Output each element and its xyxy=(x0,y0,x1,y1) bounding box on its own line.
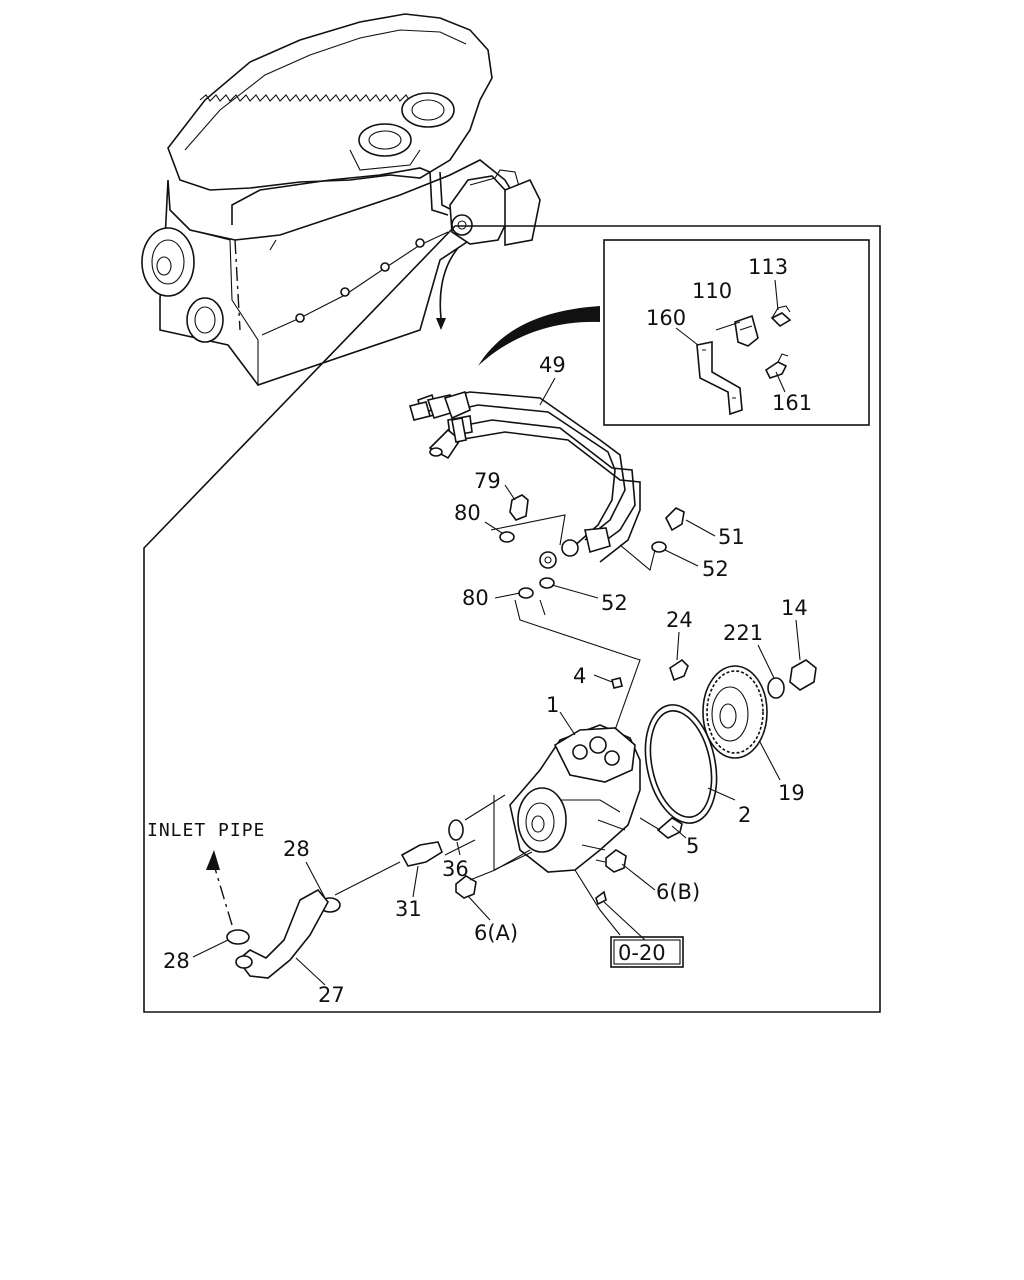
bolt-5 xyxy=(656,817,683,839)
nut-6b xyxy=(605,849,627,873)
banjo-bolt-51 xyxy=(665,507,685,532)
callout-49: 49 xyxy=(539,353,566,377)
callout-80-bottom: 80 xyxy=(462,586,489,610)
callout-52-bottom: 52 xyxy=(601,591,628,615)
pin-o-20 xyxy=(595,890,607,906)
callout-161: 161 xyxy=(772,391,812,415)
seal-36 xyxy=(448,819,464,841)
callout-27: 27 xyxy=(318,983,345,1007)
inlet-flow-line xyxy=(213,864,233,926)
detail-frame xyxy=(143,225,881,1013)
callout-52-top: 52 xyxy=(702,557,729,581)
callout-2: 2 xyxy=(738,803,751,827)
callout-113: 113 xyxy=(748,255,788,279)
callout-labels: 49 79 80 51 52 52 80 24 221 14 4 1 19 2 … xyxy=(147,255,812,1007)
washer-221 xyxy=(767,677,785,699)
callout-110: 110 xyxy=(692,279,732,303)
injection-pump xyxy=(509,658,689,873)
banjo-bolt-79 xyxy=(509,494,529,521)
reference-box: 0-20 xyxy=(610,936,684,968)
callout-31: 31 xyxy=(395,897,422,921)
callout-14: 14 xyxy=(781,596,808,620)
callout-28-top: 28 xyxy=(283,837,310,861)
callout-51: 51 xyxy=(718,525,745,549)
fuel-pipe-assembly xyxy=(409,390,641,569)
nut-6a xyxy=(455,875,477,899)
bracket-inset xyxy=(603,239,870,426)
callout-80-top: 80 xyxy=(454,501,481,525)
pump-drive-gear-19 xyxy=(702,665,768,759)
callout-4: 4 xyxy=(573,664,586,688)
engine-block-illustration xyxy=(141,13,541,386)
callout-5: 5 xyxy=(686,834,699,858)
washer-52-bottom xyxy=(539,577,555,589)
o-ring-2 xyxy=(644,704,718,824)
inlet-pipe-label: INLET PIPE xyxy=(147,820,265,841)
washer-80-bottom xyxy=(518,587,534,599)
inlet-arrow-head xyxy=(206,850,220,870)
callout-221: 221 xyxy=(723,621,763,645)
callout-36: 36 xyxy=(442,857,469,881)
callout-79: 79 xyxy=(474,469,501,493)
leader-lines xyxy=(192,279,801,986)
callout-6b: 6(B) xyxy=(656,880,700,904)
callout-24: 24 xyxy=(666,608,693,632)
hose-27 xyxy=(236,888,329,979)
callout-1: 1 xyxy=(546,693,559,717)
washer-52-top xyxy=(651,541,667,553)
inset-pointer-arrow xyxy=(478,306,600,366)
nut-14 xyxy=(789,659,817,691)
clamp-28-lower xyxy=(226,929,250,945)
callout-6a: 6(A) xyxy=(474,921,518,945)
callout-160: 160 xyxy=(646,306,686,330)
reference-box-label: 0-20 xyxy=(618,941,666,965)
callout-28-bottom: 28 xyxy=(163,949,190,973)
connector-31 xyxy=(400,841,443,867)
callout-19: 19 xyxy=(778,781,805,805)
washer-80-top xyxy=(499,531,515,543)
